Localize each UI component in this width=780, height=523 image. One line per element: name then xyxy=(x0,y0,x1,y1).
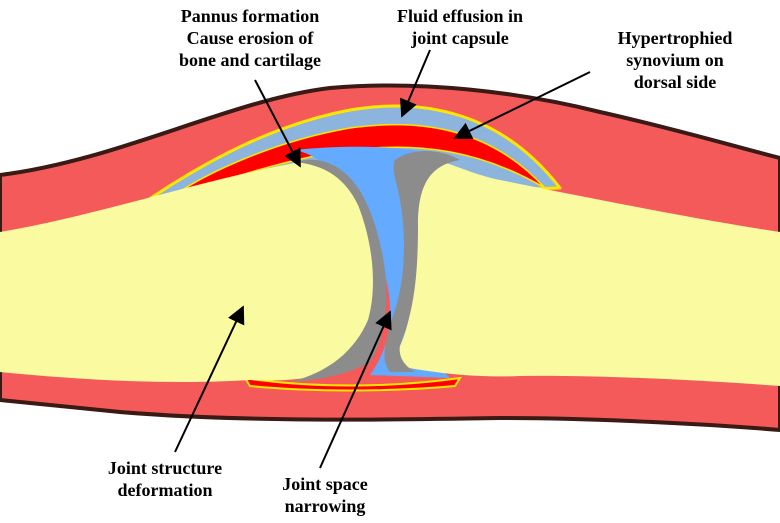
synovium-label: Hypertrophied synovium on dorsal side xyxy=(585,27,765,93)
pannus-label-line-1: Pannus formation xyxy=(180,6,320,26)
narrowing-arrow xyxy=(319,310,392,469)
right-bone xyxy=(392,158,780,386)
lower-capsule xyxy=(242,376,462,392)
left-bone xyxy=(0,161,384,383)
narrowing-label-line-2: narrowing xyxy=(284,496,366,516)
pannus-label-line-2: Cause erosion of xyxy=(186,28,314,48)
fluid-label-line-2: joint capsule xyxy=(411,28,509,48)
pannus-label: Pannus formation Cause erosion of bone a… xyxy=(150,5,350,71)
deformation-label-line-1: Joint structure xyxy=(107,458,223,478)
fluid-arrow xyxy=(400,49,431,118)
left-cartilage xyxy=(290,159,387,382)
right-cartilage xyxy=(384,151,460,372)
narrowing-label-line-1: Joint space xyxy=(282,474,368,494)
synovium-label-line-1: Hypertrophied xyxy=(617,28,733,48)
synovium-label-line-3: dorsal side xyxy=(633,72,717,92)
fluid-label-line-1: Fluid effusion in xyxy=(396,6,524,26)
narrowing-label: Joint space narrowing xyxy=(255,473,395,517)
synovium-arrow xyxy=(453,71,591,139)
synovium-label-line-2: synovium on xyxy=(626,50,724,70)
deformation-arrow xyxy=(174,305,245,453)
fluid-effusion-label: Fluid effusion in joint capsule xyxy=(380,5,540,49)
deformation-label-line-2: deformation xyxy=(117,480,213,500)
pannus-arrow xyxy=(254,79,301,168)
pannus-label-line-3: bone and cartilage xyxy=(179,50,321,70)
deformation-label: Joint structure deformation xyxy=(80,457,250,501)
